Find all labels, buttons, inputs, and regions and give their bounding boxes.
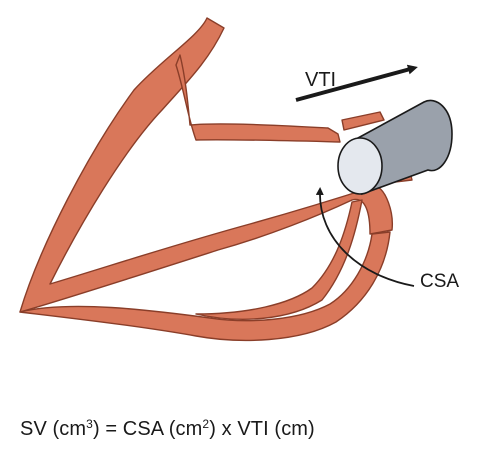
formula-csa-exponent: 2	[202, 417, 210, 431]
apex-band	[19, 231, 391, 342]
stroke-volume-formula: SV (cm3) = CSA (cm2) x VTI (cm)	[20, 417, 315, 440]
mitral-leaflet	[195, 199, 363, 320]
formula-rest: ) x VTI (cm)	[209, 418, 315, 440]
aortic-stub	[341, 111, 385, 131]
doppler-probe	[337, 99, 453, 196]
left-atrium-wall	[175, 54, 341, 143]
formula-sv-exponent: 3	[86, 417, 93, 431]
vti-label: VTI	[305, 69, 337, 91]
csa-label: CSA	[420, 271, 460, 292]
csa-pointer	[315, 187, 415, 287]
vti-arrow	[295, 64, 418, 102]
formula-equals-csa: ) = CSA (cm	[92, 418, 203, 440]
formula-sv: SV (cm	[20, 418, 87, 440]
ventricle-outer-wall	[19, 17, 393, 313]
